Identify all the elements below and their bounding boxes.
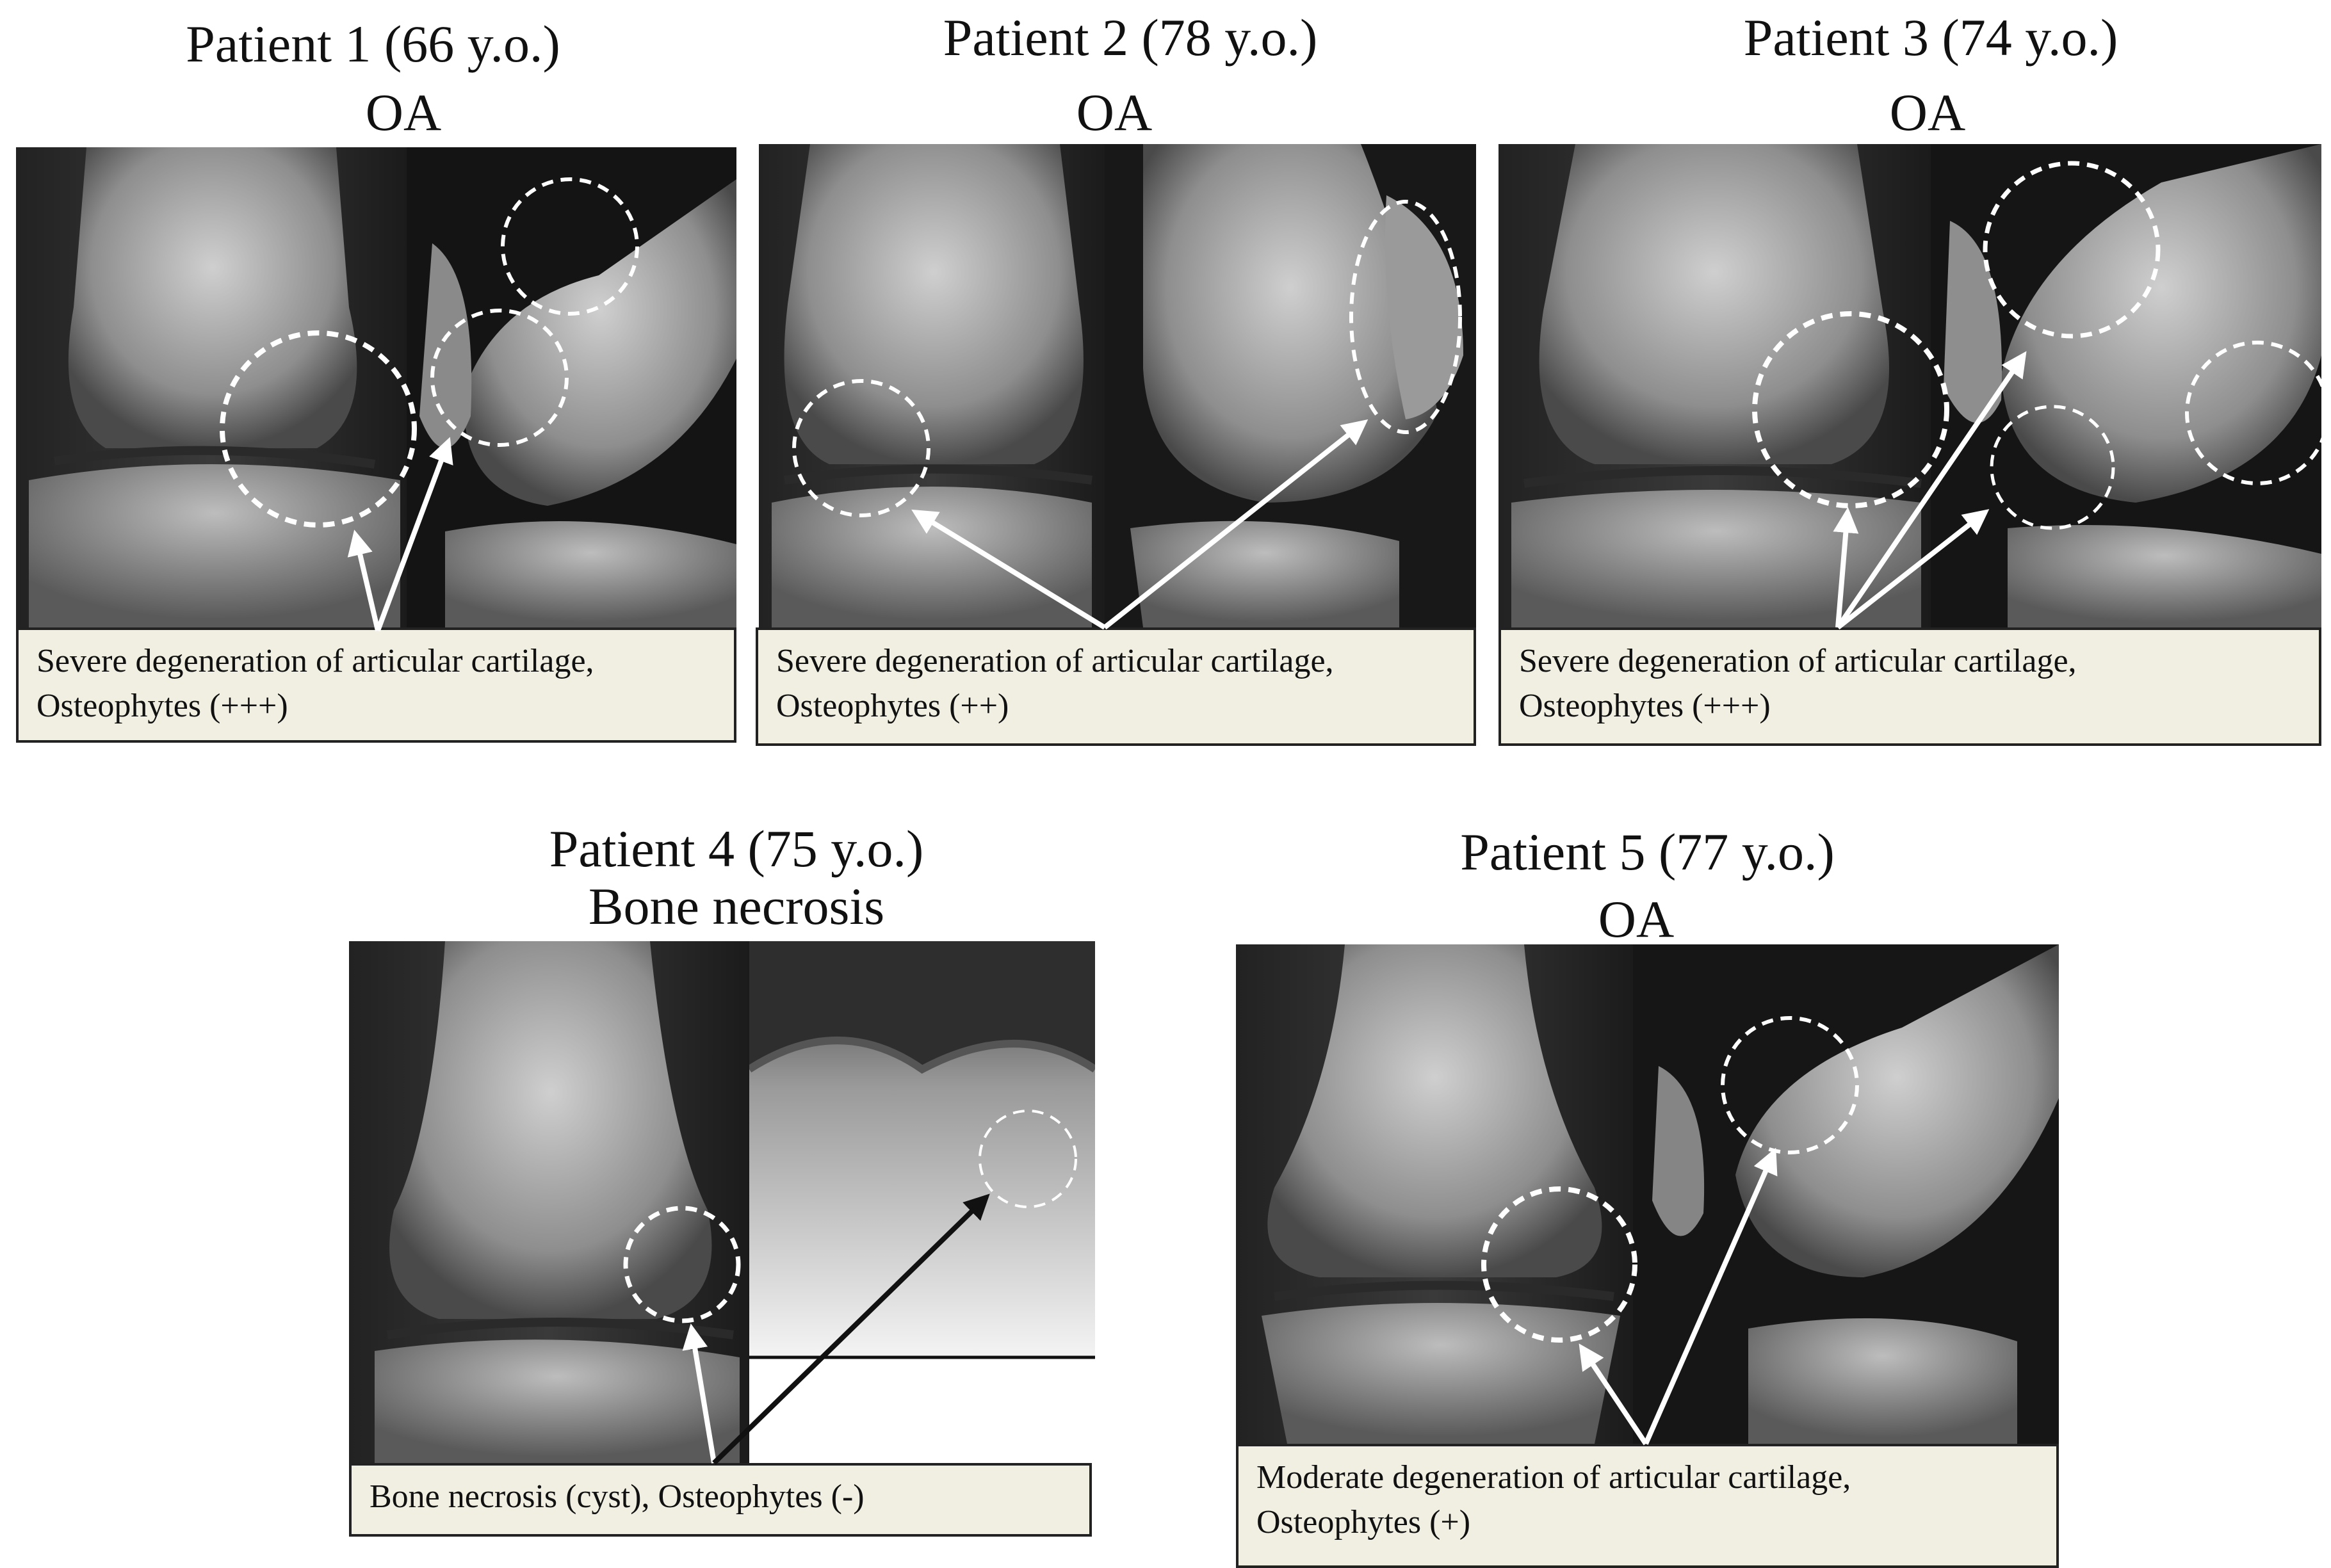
patient-4-axial-radiograph	[749, 941, 1095, 1357]
patient-3-caption-line-2: Osteophytes (+++)	[1519, 688, 1771, 724]
patient-3-caption-line-1: Severe degeneration of articular cartila…	[1519, 643, 2077, 679]
patient-1-lateral-radiograph	[407, 147, 736, 627]
patient-3-caption: Severe degeneration of articular cartila…	[1498, 627, 2321, 746]
patient-4-ap-radiograph	[349, 941, 749, 1463]
patient-4-caption-line-1: Bone necrosis (cyst), Osteophytes (-)	[370, 1478, 865, 1515]
patient-3-title: Patient 3 (74 y.o.)	[1743, 8, 2118, 67]
patient-2-caption: Severe degeneration of articular cartila…	[756, 627, 1476, 746]
patient-2-caption-line-1: Severe degeneration of articular cartila…	[776, 643, 1334, 679]
patient-5-lateral-radiograph	[1633, 944, 2059, 1444]
patient-4-diagnosis: Bone necrosis	[588, 877, 885, 935]
patient-4-title: Patient 4 (75 y.o.)	[549, 820, 924, 878]
patient-3-diagnosis: OA	[1889, 83, 1966, 141]
patient-5-title: Patient 5 (77 y.o.)	[1460, 823, 1835, 881]
patient-5-ap-radiograph	[1236, 944, 1633, 1444]
patient-1-diagnosis: OA	[365, 83, 442, 141]
patient-1-ap-radiograph	[16, 147, 407, 627]
patient-5-caption-line-2: Osteophytes (+)	[1256, 1504, 1471, 1540]
patient-5-diagnosis: OA	[1598, 890, 1675, 948]
patient-3-lateral-radiograph	[1931, 144, 2321, 627]
patient-2-ap-radiograph	[759, 144, 1105, 627]
patient-1-caption-line-2: Osteophytes (+++)	[37, 688, 288, 724]
patient-4-caption: Bone necrosis (cyst), Osteophytes (-)	[349, 1463, 1092, 1537]
patient-5-caption-line-1: Moderate degeneration of articular carti…	[1256, 1459, 1851, 1496]
patient-1-title: Patient 1 (66 y.o.)	[186, 15, 560, 73]
patient-2-title: Patient 2 (78 y.o.)	[943, 8, 1318, 67]
patient-1-caption: Severe degeneration of articular cartila…	[16, 627, 736, 743]
patient-1-caption-line-1: Severe degeneration of articular cartila…	[37, 643, 594, 679]
patient-2-diagnosis: OA	[1076, 83, 1153, 141]
patient-2-caption-line-2: Osteophytes (++)	[776, 688, 1009, 724]
patient-3-ap-radiograph	[1498, 144, 1931, 627]
patient-5-caption: Moderate degeneration of articular carti…	[1236, 1444, 2059, 1568]
patient-2-lateral-radiograph	[1105, 144, 1476, 627]
